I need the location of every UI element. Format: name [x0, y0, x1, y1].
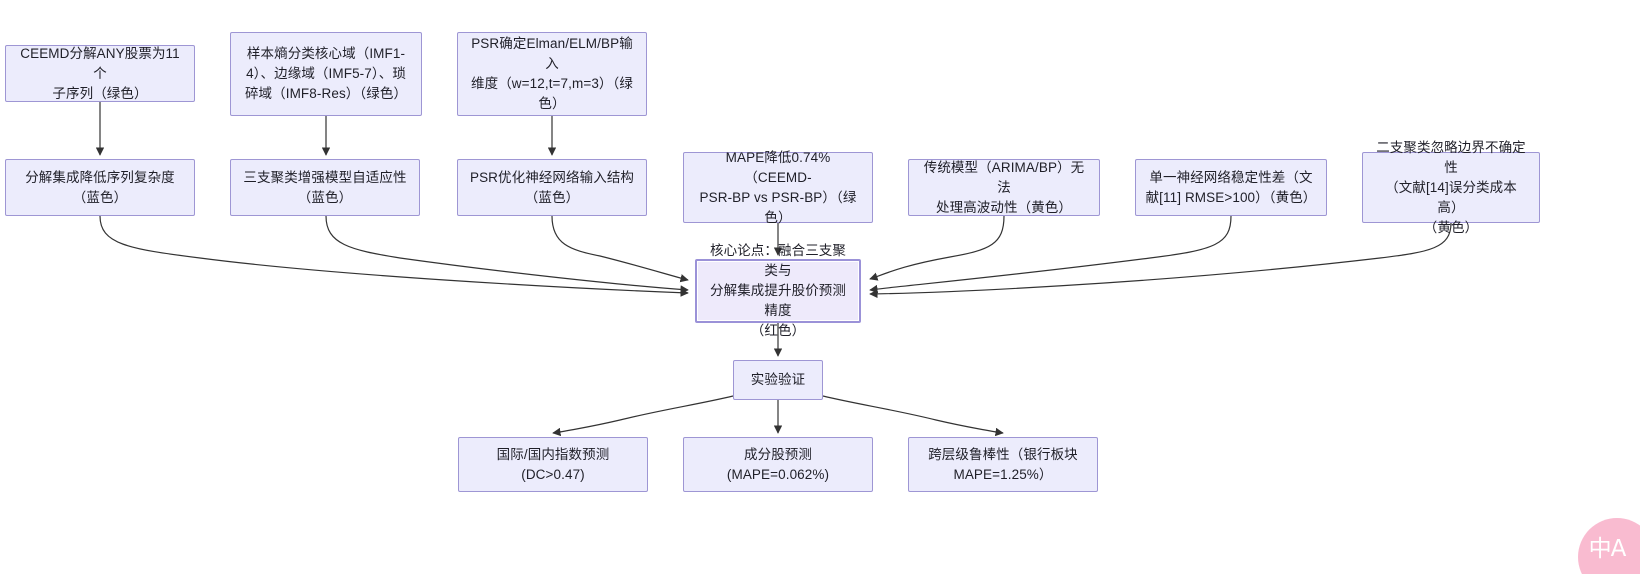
node-ceemd-decompose[interactable]: CEEMD分解ANY股票为11个 子序列（绿色） [5, 45, 195, 102]
node-cross-level-robust[interactable]: 跨层级鲁棒性（银行板块 MAPE=1.25%） [908, 437, 1098, 492]
edge-singlenn-to-core [869, 215, 1232, 294]
node-label: 三支聚类增强模型自适应性 （蓝色） [243, 169, 407, 205]
node-label: 传统模型（ARIMA/BP）无法 处理高波动性（黄色） [923, 159, 1085, 215]
node-label: 国际/国内指数预测 (DC>0.47) [496, 446, 610, 482]
node-label: PSR确定Elman/ELM/BP输入 维度（w=12,t=7,m=3）（绿 色… [471, 36, 633, 111]
node-psr-optimize[interactable]: PSR优化神经网络输入结构 （蓝色） [457, 159, 647, 216]
node-two-way-cluster-gap[interactable]: 二支聚类忽略边界不确定性 （文献[14]误分类成本高） （黄色） [1362, 140, 1540, 235]
node-label: 实验验证 [750, 372, 806, 387]
watermark-text: 中A [1588, 535, 1627, 562]
node-traditional-model[interactable]: 传统模型（ARIMA/BP）无法 处理高波动性（黄色） [908, 159, 1100, 216]
node-label: MAPE降低0.74%（CEEMD- PSR-BP vs PSR-BP）（绿 色… [699, 149, 857, 225]
node-label: PSR优化神经网络输入结构 （蓝色） [469, 169, 635, 205]
node-constituent-forecast[interactable]: 成分股预测 (MAPE=0.062%) [683, 437, 873, 492]
node-label: 成分股预测 (MAPE=0.062%) [726, 446, 830, 482]
node-index-forecast[interactable]: 国际/国内指数预测 (DC>0.47) [458, 437, 648, 492]
edge-twoway-to-core [869, 222, 1452, 299]
node-label: 跨层级鲁棒性（银行板块 MAPE=1.25%） [928, 446, 1078, 482]
node-three-way-cluster[interactable]: 三支聚类增强模型自适应性 （蓝色） [230, 159, 420, 216]
node-decompose-reduce[interactable]: 分解集成降低序列复杂度 （蓝色） [5, 159, 195, 216]
watermark-badge: 中A [1578, 518, 1640, 574]
node-sample-entropy[interactable]: 样本熵分类核心域（IMF1- 4）、边缘域（IMF5-7）、琐 碎域（IMF8-… [230, 32, 422, 116]
node-label: 样本熵分类核心域（IMF1- 4）、边缘域（IMF5-7）、琐 碎域（IMF8-… [244, 46, 408, 101]
node-label: 单一神经网络稳定性差（文 献[11] RMSE>100）（黄色） [1145, 169, 1317, 205]
edge-psropt-to-core [551, 215, 689, 283]
node-single-nn-stability[interactable]: 单一神经网络稳定性差（文 献[11] RMSE>100）（黄色） [1135, 159, 1327, 216]
node-label: 二支聚类忽略边界不确定性 （文献[14]误分类成本高） （黄色） [1376, 139, 1526, 235]
node-label: 分解集成降低序列复杂度 （蓝色） [25, 169, 175, 205]
edge-experiment-to-robust [822, 395, 1004, 437]
node-experiment[interactable]: 实验验证 [733, 360, 823, 400]
node-core-claim[interactable]: 核心论点：融合三支聚类与 分解集成提升股价预测精度 （红色） [695, 243, 861, 338]
edge-decompose-to-core [99, 215, 689, 297]
node-psr-dimension[interactable]: PSR确定Elman/ELM/BP输入 维度（w=12,t=7,m=3）（绿 色… [457, 32, 647, 116]
node-label: CEEMD分解ANY股票为11个 子序列（绿色） [20, 45, 180, 101]
edge-traditional-to-core [869, 215, 1005, 281]
edge-cluster-to-core [325, 215, 689, 294]
node-mape-reduction[interactable]: MAPE降低0.74%（CEEMD- PSR-BP vs PSR-BP）（绿 色… [683, 150, 873, 225]
node-label: 核心论点：融合三支聚类与 分解集成提升股价预测精度 （红色） [710, 243, 846, 338]
edge-experiment-to-index [552, 395, 734, 437]
